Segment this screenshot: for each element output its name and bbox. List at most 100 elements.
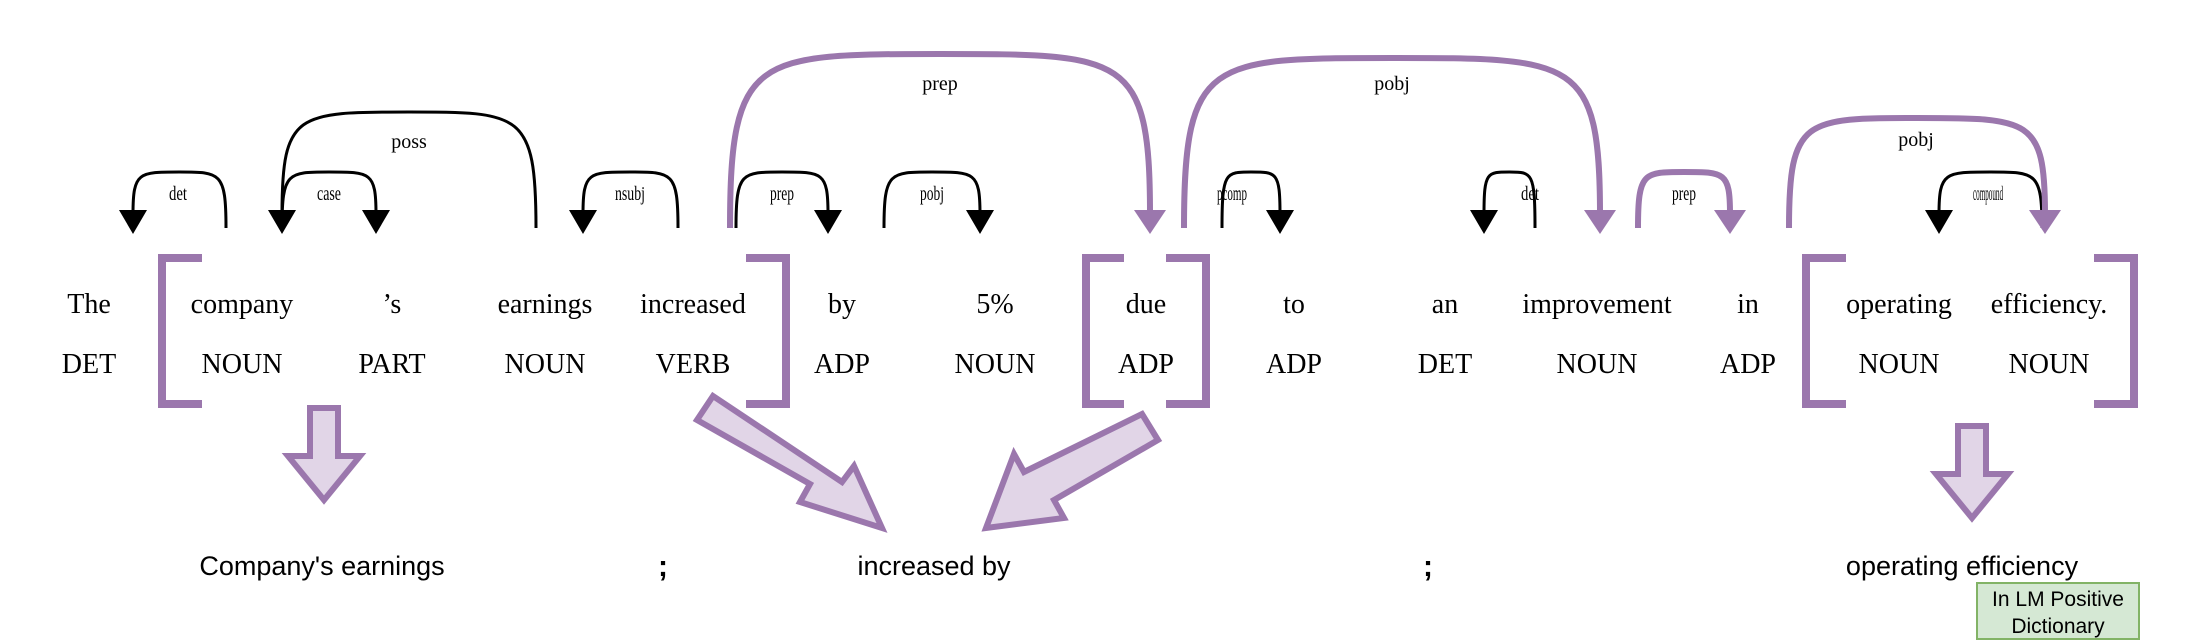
arc-curve <box>882 170 982 229</box>
dependency-arcs: det case poss nsubj prep pobj prep pcomp det pobj… <box>119 50 2061 234</box>
arc-arrowhead <box>1925 210 1953 234</box>
token-pos-tag: NOUN <box>1859 349 1940 380</box>
arc-arrowhead <box>966 210 994 234</box>
dependency-arc: prep <box>1635 168 1746 234</box>
arc-curve <box>1937 170 2044 229</box>
arc-label: case <box>317 183 341 205</box>
arc-arrowhead <box>119 210 147 234</box>
arc-arrowhead <box>1134 210 1166 234</box>
token-pos-tag: NOUN <box>1557 349 1638 380</box>
token-word: The <box>67 289 111 320</box>
arc-label: prep <box>1672 183 1696 205</box>
dependency-arc: compound <box>1925 170 2044 234</box>
token-pos-tag: VERB <box>656 349 731 380</box>
dependency-arc: nsubj <box>569 170 680 234</box>
token-word: by <box>828 289 856 320</box>
bracket-left-object <box>1802 254 1846 408</box>
token-pos-tag: ADP <box>1720 349 1776 380</box>
arc-arrowhead <box>268 210 296 234</box>
arc-curve <box>1220 170 1282 229</box>
arc-curve <box>1786 114 2048 229</box>
arc-arrowhead <box>362 210 390 234</box>
token-word: operating <box>1846 289 1952 320</box>
diagonal-arrow-verb <box>692 391 888 533</box>
bracket-right-verb <box>746 254 790 408</box>
arc-arrowhead <box>1470 210 1498 234</box>
arc-label: prep <box>922 73 958 95</box>
token-pos-tag: DET <box>1418 349 1472 380</box>
token-pos-tag: ADP <box>814 349 870 380</box>
arc-label: pcomp <box>1217 183 1247 205</box>
arc-curve <box>1181 54 1603 229</box>
arc-label: pobj <box>920 183 944 205</box>
arc-label: pobj <box>1374 73 1410 95</box>
arc-arrowhead <box>2029 210 2061 234</box>
diagonal-arrow-due <box>981 410 1163 532</box>
token-word: 5% <box>976 289 1013 320</box>
arc-arrowhead <box>814 210 842 234</box>
arc-arrowhead <box>1584 210 1616 234</box>
span-brackets <box>158 254 2138 408</box>
dependency-arc: prep <box>727 50 1166 234</box>
phrase-separator: ; <box>1423 550 1433 583</box>
arc-arrowhead <box>569 210 597 234</box>
arc-label: compound <box>1973 183 2003 205</box>
token-pos-tag: ADP <box>1118 349 1174 380</box>
dependency-arc: pcomp <box>1217 170 1294 234</box>
token-word: to <box>1283 289 1305 320</box>
token-word: improvement <box>1522 289 1672 320</box>
token-word: increased <box>640 289 746 320</box>
arc-curve <box>581 170 680 229</box>
dependency-arc: det <box>1470 170 1539 234</box>
token-word: an <box>1432 289 1458 320</box>
arc-arrowhead <box>1714 210 1746 234</box>
bracket-right-due <box>1166 254 1210 408</box>
dependency-arc: pobj <box>1181 54 1616 234</box>
dependency-arc: pobj <box>1786 114 2061 234</box>
down-arrow-object <box>1929 423 2015 523</box>
token-pos-tag: NOUN <box>2009 349 2090 380</box>
bracket-left-subject <box>158 254 202 408</box>
token-pos-tag: NOUN <box>955 349 1036 380</box>
arc-curve <box>280 110 538 229</box>
arc-curve <box>1635 168 1733 229</box>
dependency-arc: det <box>119 170 228 234</box>
token-word: earnings <box>498 289 593 320</box>
down-arrow-subject <box>281 405 367 505</box>
phrase-subject: Company's earnings <box>199 551 444 581</box>
arc-label: poss <box>391 131 427 153</box>
token-word: in <box>1737 289 1759 320</box>
token-word: efficiency. <box>1991 289 2108 320</box>
token-word: due <box>1126 289 1166 320</box>
arc-label: det <box>1521 183 1539 205</box>
arc-curve <box>280 170 378 229</box>
phrase-row: Company's earnings ; increased by ; oper… <box>199 550 2078 583</box>
token-word: ’s <box>383 289 402 320</box>
arc-curve <box>131 170 228 229</box>
token-pos-tag: PART <box>358 349 425 380</box>
token-pos-tag: DET <box>62 349 116 380</box>
arc-curve <box>727 50 1153 229</box>
dependency-arc: prep <box>734 170 842 234</box>
bracket-left-due <box>1082 254 1124 408</box>
token-pos-tag: ADP <box>1266 349 1322 380</box>
arc-arrowhead <box>1266 210 1294 234</box>
phrase-separator: ; <box>658 550 668 583</box>
arc-label: nsubj <box>615 183 645 205</box>
arc-label: prep <box>770 183 794 205</box>
dependency-arc: pobj <box>882 170 994 234</box>
token-pos-tag: NOUN <box>505 349 586 380</box>
arc-label: pobj <box>1898 129 1934 151</box>
bracket-right-object <box>2094 254 2138 408</box>
note-line: Dictionary <box>2011 615 2105 638</box>
lm-positive-dictionary-note: In LM Positive Dictionary <box>1976 582 2140 640</box>
arc-curve <box>734 170 830 229</box>
token-word: company <box>191 289 294 320</box>
phrase-predicate: increased by <box>857 551 1011 581</box>
note-line: In LM Positive <box>1992 588 2124 611</box>
arc-curve <box>1482 170 1537 229</box>
token-pos-tag: NOUN <box>202 349 283 380</box>
dependency-arc: poss <box>268 110 538 234</box>
phrase-object: operating efficiency <box>1846 551 2079 581</box>
